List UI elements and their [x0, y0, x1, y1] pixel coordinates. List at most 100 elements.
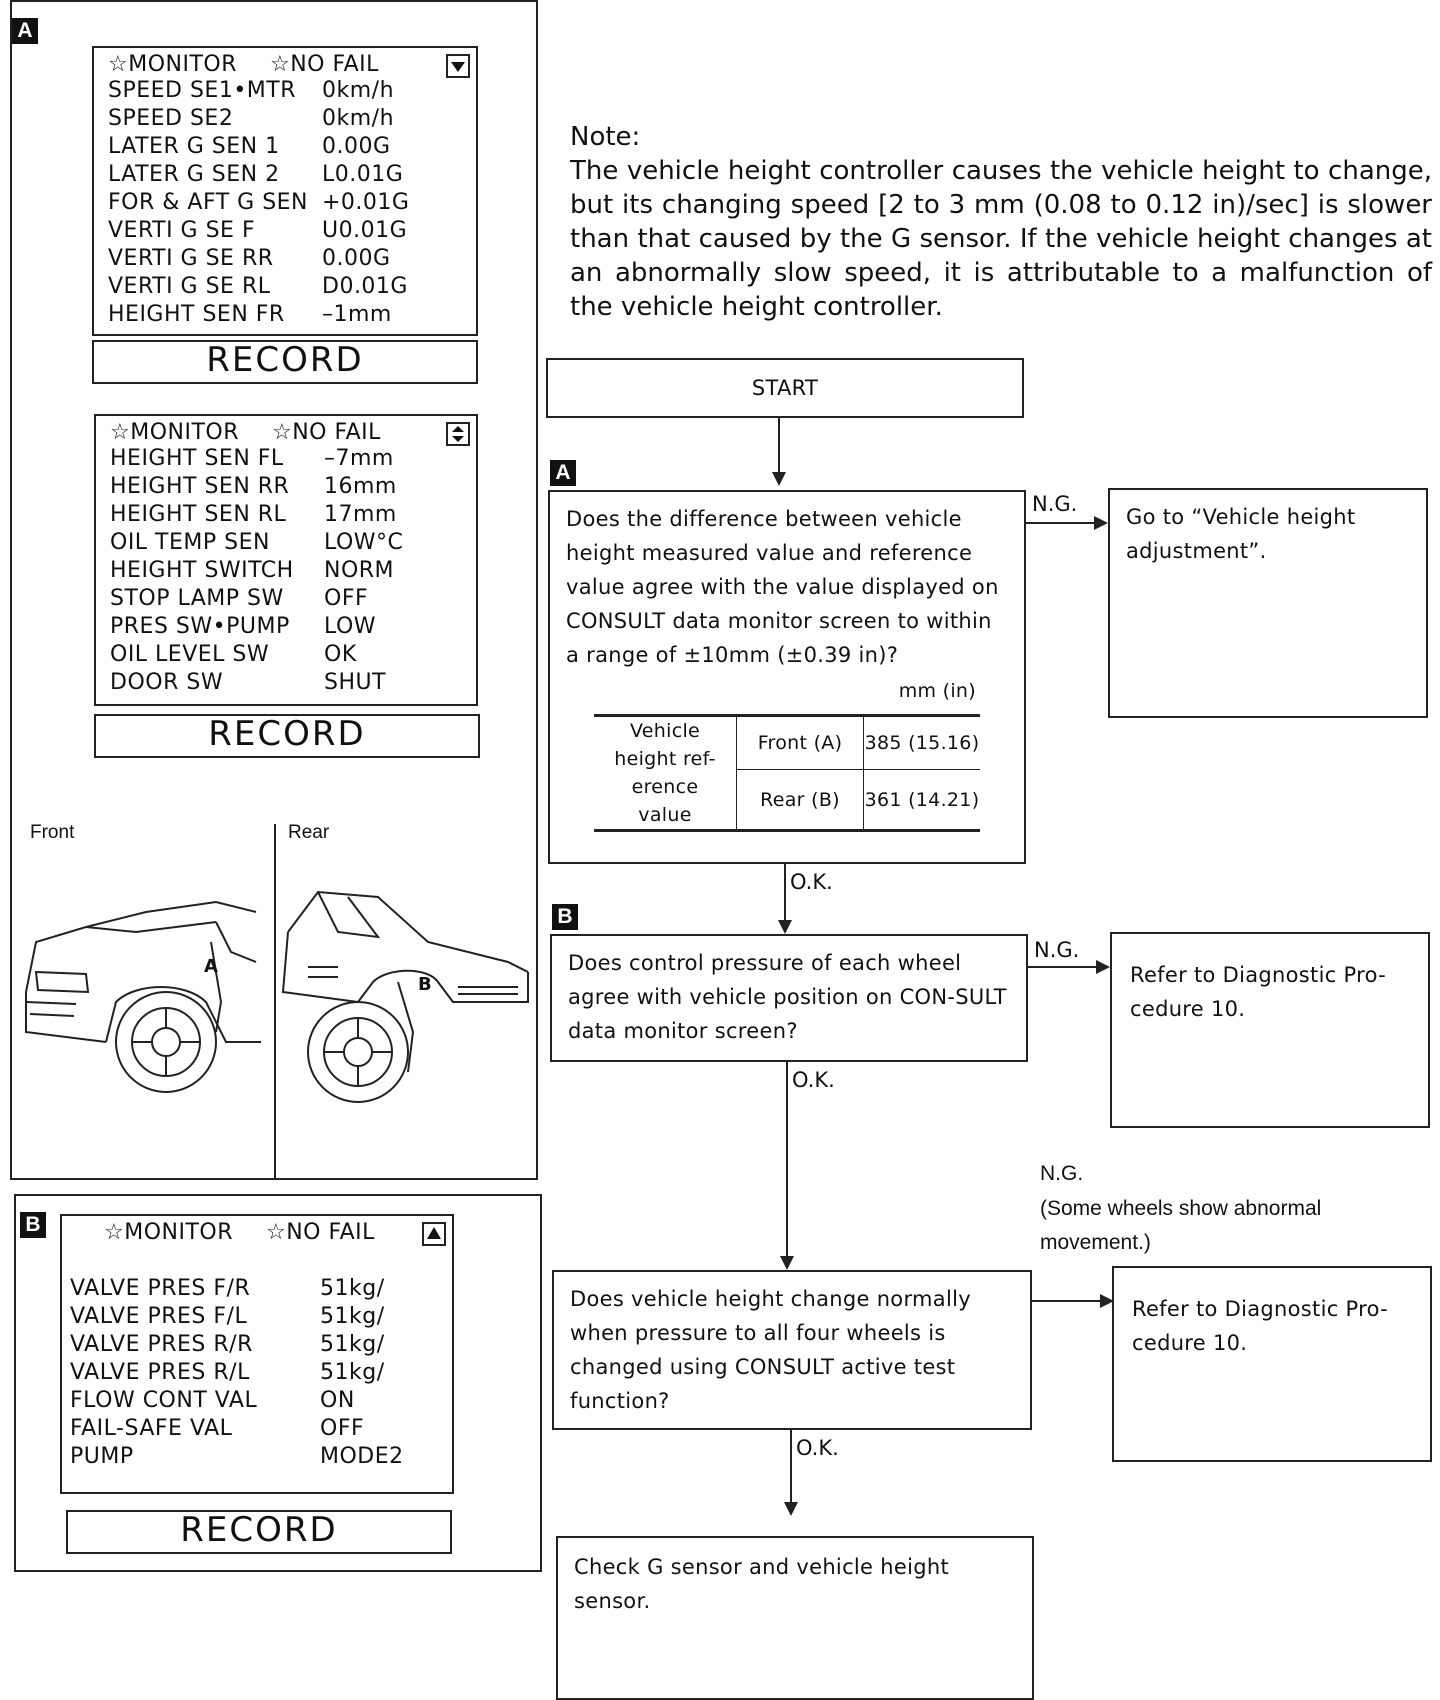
panel-b-tag: B — [20, 1212, 46, 1238]
record-button-1[interactable]: RECORD — [92, 340, 478, 384]
monitor-row-label: HEIGHT SWITCH — [110, 558, 294, 583]
monitor-row-label: SPEED SE1•MTR — [108, 78, 297, 103]
scroll-updown-button[interactable] — [446, 422, 470, 446]
monitor-row-label: FAIL-SAFE VAL — [70, 1416, 233, 1441]
monitor-row-value: –1mm — [322, 302, 392, 327]
screen-header: ☆MONITOR ☆NO FAIL — [110, 420, 466, 448]
ng-label-2: N.G. — [1034, 938, 1080, 962]
monitor-row-label: SPEED SE2 — [108, 106, 234, 131]
rear-value-cell: 361 (14.21) — [863, 769, 980, 831]
arrow-down-icon — [780, 1256, 794, 1270]
monitor-row-label: FOR & AFT G SEN — [108, 190, 309, 215]
question-2-text: Does control pressure of each wheel agre… — [568, 951, 1007, 1043]
monitor-row-label: VALVE PRES F/L — [70, 1304, 248, 1329]
monitor-row-label: VERTI G SE F — [108, 218, 256, 243]
question-2-box: Does control pressure of each wheel agre… — [550, 934, 1028, 1062]
car-front-illustration: A — [25, 900, 261, 1093]
monitor-row-value: 16mm — [324, 474, 397, 499]
monitor-row: FOR & AFT G SEN +0.01G — [108, 190, 466, 218]
monitor-row-label: OIL LEVEL SW — [110, 642, 270, 667]
monitor-row-value: OFF — [320, 1416, 365, 1441]
monitor-row-value: MODE2 — [320, 1444, 404, 1469]
record-button-2[interactable]: RECORD — [94, 714, 480, 758]
monitor-label: ☆MONITOR — [104, 1220, 234, 1245]
monitor-row: FAIL-SAFE VAL OFF — [70, 1416, 442, 1444]
arrow-down-icon — [784, 1502, 798, 1516]
front-label: Front — [30, 822, 75, 843]
monitor-row: VALVE PRES R/L 51kg/ — [70, 1360, 442, 1388]
arrow-right-icon — [1096, 960, 1110, 974]
flow-tag-b: B — [552, 904, 578, 930]
rear-label-cell: Rear (B) — [736, 769, 864, 831]
panel-a-tag: A — [12, 18, 38, 44]
illustration-divider — [274, 824, 276, 1179]
result-3-text: Refer to Diagnostic Pro-cedure 10. — [1132, 1297, 1389, 1355]
monitor-row-value: OK — [324, 642, 357, 667]
monitor-row: VALVE PRES F/R 51kg/ — [70, 1276, 442, 1304]
monitor-row-label: VALVE PRES R/L — [70, 1360, 250, 1385]
monitor-row-value: U0.01G — [322, 218, 408, 243]
arrow-right-icon — [1100, 1294, 1114, 1308]
monitor-row-label: PUMP — [70, 1444, 134, 1469]
ng-label-1: N.G. — [1032, 492, 1078, 516]
marker-a: A — [204, 956, 218, 977]
monitor-row: HEIGHT SEN FL–7mm — [110, 446, 466, 474]
monitor-row-value: 51kg/ — [320, 1304, 385, 1329]
monitor-row-value: +0.01G — [322, 190, 410, 215]
monitor-row-value: 0.00G — [322, 246, 391, 271]
monitor-row-value: SHUT — [324, 670, 387, 695]
final-text: Check G sensor and vehicle height sensor… — [574, 1555, 949, 1613]
monitor-row-value: LOW°C — [324, 530, 404, 555]
arrow-down-icon — [451, 62, 465, 72]
status-label: ☆NO FAIL — [270, 52, 379, 77]
question-1-box: Does the difference between vehicle heig… — [548, 490, 1026, 864]
start-label: START — [751, 376, 819, 400]
monitor-row-value: 0km/h — [322, 78, 395, 103]
monitor-row-label: HEIGHT SEN FR — [108, 302, 285, 327]
monitor-row-value: D0.01G — [322, 274, 408, 299]
monitor-row-value: 51kg/ — [320, 1360, 385, 1385]
monitor-row-value: 51kg/ — [320, 1276, 385, 1301]
record-button-3[interactable]: RECORD — [66, 1510, 452, 1554]
front-value-cell: 385 (15.16) — [863, 714, 980, 771]
note-body: The vehicle height controller causes the… — [570, 156, 1432, 322]
scroll-up-button[interactable] — [422, 1222, 446, 1246]
ok-label-1: O.K. — [790, 870, 833, 894]
status-label: ☆NO FAIL — [266, 1220, 375, 1245]
monitor-row: STOP LAMP SW OFF — [110, 586, 466, 614]
connector — [778, 418, 780, 472]
question-1-text: Does the difference between vehicle heig… — [566, 507, 999, 667]
monitor-row-label: FLOW CONT VAL — [70, 1388, 258, 1413]
connector — [1026, 522, 1096, 524]
monitor-row-value: –7mm — [324, 446, 394, 471]
ok-label-3: O.K. — [796, 1436, 839, 1460]
monitor-row: PUMP MODE2 — [70, 1444, 442, 1472]
monitor-row-value: ON — [320, 1388, 355, 1413]
monitor-row-value: 0.00G — [322, 134, 391, 159]
scroll-down-button[interactable] — [446, 54, 470, 78]
monitor-row-label: VALVE PRES F/R — [70, 1276, 251, 1301]
ok-label-2: O.K. — [792, 1068, 835, 1092]
connector — [786, 1062, 788, 1262]
screen-header: ☆MONITOR ☆NO FAIL — [104, 1220, 442, 1248]
table-row-header: Vehicle height ref-erence value — [594, 715, 737, 831]
monitor-row: VALVE PRES F/L 51kg/ — [70, 1304, 442, 1332]
monitor-row-label: LATER G SEN 1 — [108, 134, 280, 159]
monitor-row: LATER G SEN 1 0.00G — [108, 134, 466, 162]
monitor-row-value: 0km/h — [322, 106, 395, 131]
monitor-row-value: OFF — [324, 586, 369, 611]
monitor-screen-3: ☆MONITOR ☆NO FAIL VALVE PRES F/R 51kg/VAL… — [60, 1214, 454, 1494]
monitor-row-label: LATER G SEN 2 — [108, 162, 280, 187]
monitor-row-label: DOOR SW — [110, 670, 224, 695]
connector — [790, 1430, 792, 1506]
monitor-label: ☆MONITOR — [110, 420, 240, 445]
monitor-row-label: STOP LAMP SW — [110, 586, 284, 611]
